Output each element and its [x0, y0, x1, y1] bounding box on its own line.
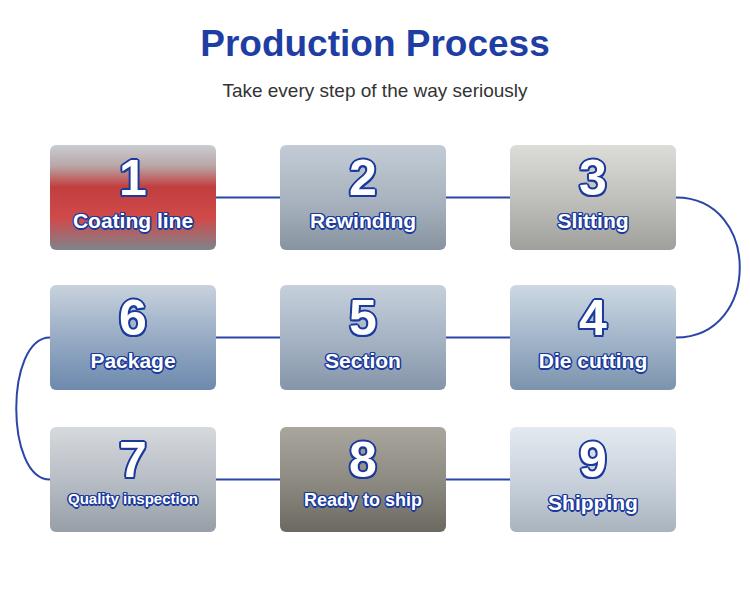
connector-line: [446, 479, 510, 481]
process-box: 6Package: [50, 285, 216, 390]
connector-line: [446, 197, 510, 199]
diagram-title: Production Process: [0, 24, 750, 65]
step-number: 1: [119, 153, 147, 203]
step-number: 6: [119, 293, 147, 343]
connector-line: [216, 479, 280, 481]
process-box: 9Shipping: [510, 427, 676, 532]
step-label: Ready to ship: [304, 491, 422, 511]
process-box: 8Ready to ship: [280, 427, 446, 532]
step-label: Slitting: [557, 209, 628, 232]
step-label: Die cutting: [539, 349, 648, 372]
connector-line: [16, 338, 50, 480]
connector-line: [676, 198, 740, 338]
process-box: 1Coating line: [50, 145, 216, 250]
step-label: Shipping: [548, 491, 638, 514]
process-box: 4Die cutting: [510, 285, 676, 390]
process-box: 7Quality inspection: [50, 427, 216, 532]
step-label: Coating line: [73, 209, 193, 232]
step-number: 9: [579, 435, 607, 485]
step-number: 5: [349, 293, 377, 343]
step-label: Quality inspection: [68, 491, 198, 508]
subtitle-text: Take every step of the way seriously: [0, 80, 750, 103]
process-box: 5Section: [280, 285, 446, 390]
step-number: 7: [119, 435, 147, 485]
step-label: Package: [90, 349, 175, 372]
step-number: 8: [349, 435, 377, 485]
process-box: 2Rewinding: [280, 145, 446, 250]
connector-line: [216, 337, 280, 339]
connector-line: [216, 197, 280, 199]
step-number: 4: [579, 293, 607, 343]
step-label: Section: [325, 349, 401, 372]
step-number: 2: [349, 153, 377, 203]
step-label: Rewinding: [310, 209, 416, 232]
step-number: 3: [579, 153, 607, 203]
connector-line: [446, 337, 510, 339]
process-box: 3Slitting: [510, 145, 676, 250]
